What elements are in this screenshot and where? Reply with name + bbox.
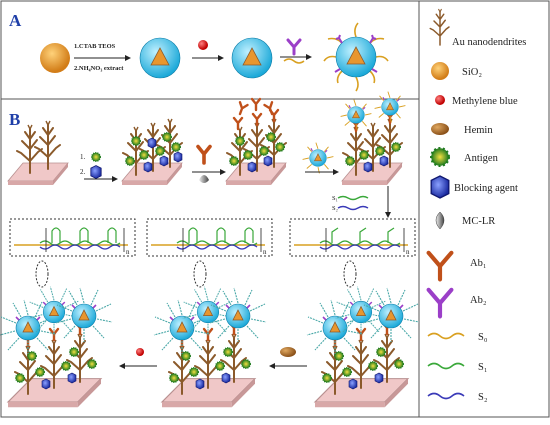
arrow-a1-head	[125, 55, 131, 61]
legend: Au nanodendrites SiO₂ Methylene blue Hem…	[426, 8, 526, 403]
s0-reagent-icon	[283, 58, 305, 64]
mc-lr-reagent-icon	[199, 175, 209, 183]
blocking-reagent-icon	[90, 165, 102, 179]
panel-a-step-line1: 1.CTAB TEOS	[74, 43, 116, 50]
panel-a-label: A	[9, 11, 22, 30]
legend-label-s1: S₁	[478, 362, 488, 373]
mb-loaded-sio2-icon	[231, 37, 273, 79]
panel-b-frame	[0, 98, 420, 418]
ab2-icon	[426, 287, 454, 319]
arrow-b1-head	[112, 176, 118, 182]
s1-label: S₁	[332, 195, 338, 202]
zoom-ellipse-right	[343, 260, 357, 288]
antigen-icon	[430, 146, 450, 168]
dna-box-left: n	[9, 218, 136, 257]
legend-label-sio2: SiO₂	[462, 67, 482, 78]
legend-label-mclr: MC-LR	[462, 216, 495, 227]
sio2-core-icon	[40, 43, 70, 73]
legend-label-s2: S₂	[478, 392, 488, 403]
panel-a-step-line2: 2.NH₄NO₃ extract	[74, 65, 124, 72]
legend-label-s0: S₀	[478, 332, 488, 343]
hemin-icon	[431, 123, 449, 135]
zoom-ellipse-left	[35, 260, 49, 288]
arrow-a2-head	[218, 55, 224, 61]
legend-label-blocking: Blocking agent	[454, 183, 518, 194]
legend-label-ab1: Ab₁	[470, 258, 487, 269]
methylene-blue-reagent-icon	[198, 40, 208, 50]
repeat-label-right: n	[406, 248, 410, 256]
antigen-reagent-icon	[90, 152, 102, 162]
s1-strand-icon	[427, 362, 465, 370]
legend-label-mb: Methylene blue	[452, 96, 518, 107]
legend-label-hemin: Hemin	[464, 125, 493, 136]
hemin-reagent-icon	[280, 347, 296, 357]
s2-reagent-icon	[337, 205, 369, 211]
zoom-ellipse-middle	[193, 260, 207, 288]
sio2-sphere-icon	[431, 62, 449, 80]
s1-reagent-icon	[337, 195, 369, 201]
arrow-b3-head	[333, 169, 339, 175]
nanoprobe-icon	[323, 22, 389, 92]
blocking-agent-icon	[430, 175, 450, 199]
repeat-label-left: n	[126, 248, 130, 256]
step-2-number: 2.	[80, 168, 86, 176]
s2-strand-icon	[427, 392, 465, 400]
arrow-b2-head	[220, 169, 226, 175]
mesoporous-sio2-icon	[139, 37, 181, 79]
legend-label-ab2: Ab₂	[470, 295, 487, 306]
mb-reagent-icon	[136, 348, 144, 356]
arrow-a3-head	[306, 54, 312, 60]
arrow-b6-head	[119, 363, 125, 369]
mc-lr-icon	[435, 211, 445, 230]
s0-strand-icon	[427, 332, 465, 340]
repeat-label-middle: n	[263, 248, 267, 256]
dna-box-middle: n	[146, 218, 273, 257]
legend-label-au: Au nanodendrites	[452, 37, 526, 48]
s2-label: S₂	[332, 205, 338, 212]
ab2-reagent-icon	[286, 38, 302, 56]
arrow-b4-head	[385, 212, 391, 218]
methylene-blue-dot-icon	[435, 95, 445, 105]
step-1-number: 1.	[80, 153, 86, 161]
ab1-icon	[426, 250, 454, 282]
panel-b-label: B	[9, 110, 20, 129]
dna-box-right: n	[289, 218, 416, 257]
legend-label-antigen: Antigen	[464, 153, 499, 164]
arrow-b5-head	[269, 363, 275, 369]
